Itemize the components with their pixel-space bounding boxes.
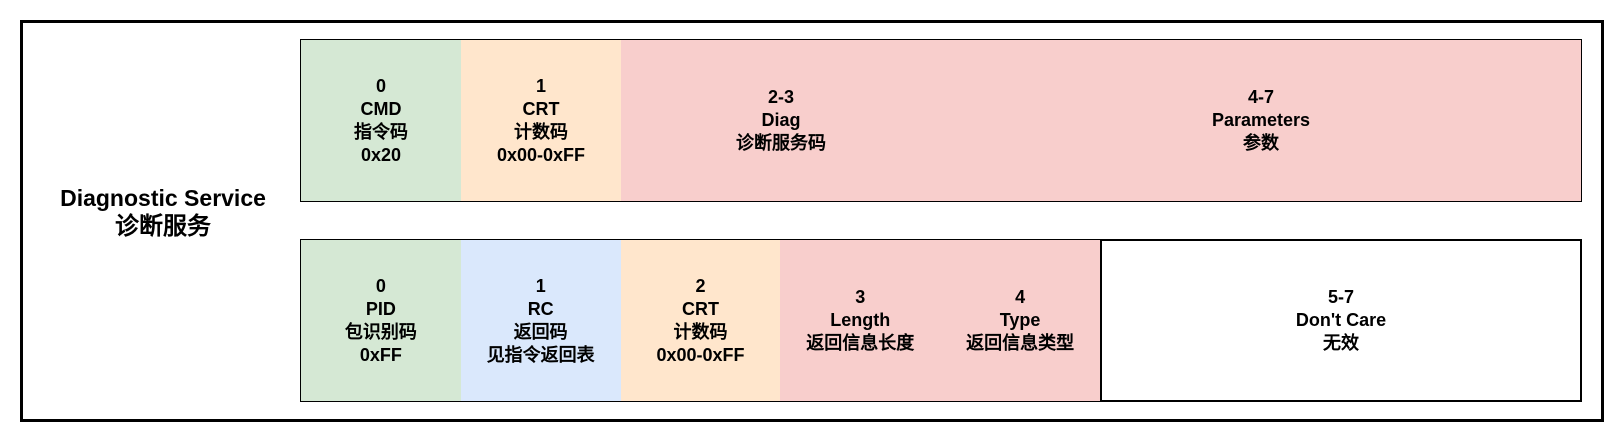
cell-cmd: 0 CMD 指令码 0x20 <box>301 40 461 201</box>
service-label-en: Diagnostic Service <box>60 185 266 211</box>
field-name-zh: 指令码 <box>354 121 408 142</box>
cell-type: 4 Type 返回信息类型 <box>940 240 1100 401</box>
field-name: CRT <box>522 98 560 119</box>
field-name: Diag <box>761 110 801 130</box>
field-name-zh: 参数 <box>1243 133 1279 153</box>
field-name: Don't Care <box>1295 310 1387 330</box>
cell-length: 3 Length 返回信息长度 <box>780 240 941 401</box>
byte-index: 0 <box>375 75 386 96</box>
field-name-zh: 无效 <box>1323 333 1359 353</box>
field-name-zh: 包识别码 <box>344 321 417 342</box>
field-name-zh: 返回信息类型 <box>966 333 1075 353</box>
field-name: Type <box>999 310 1041 330</box>
cell-dont-care: 5-7 Don't Care 无效 <box>1100 239 1582 402</box>
cell-pid: 0 PID 包识别码 0xFF <box>301 240 461 401</box>
field-value: 0x00-0xFF <box>656 344 745 365</box>
field-name-zh: 返回信息长度 <box>806 333 915 353</box>
cell-crt: 1 CRT 计数码 0x00-0xFF <box>461 40 621 201</box>
field-name-zh: 诊断服务码 <box>736 133 826 153</box>
field-name: CRT <box>681 298 719 319</box>
byte-index: 0 <box>375 275 386 296</box>
byte-index: 2-3 <box>767 87 794 107</box>
field-value: 0x20 <box>360 144 402 165</box>
cell-crt-response: 2 CRT 计数码 0x00-0xFF <box>620 240 781 401</box>
service-label-zh: 诊断服务 <box>115 213 211 240</box>
cell-rc: 1 RC 返回码 见指令返回表 <box>460 240 621 401</box>
field-name: CMD <box>360 98 402 119</box>
field-name-zh: 计数码 <box>673 321 728 342</box>
byte-index: 5-7 <box>1327 287 1354 307</box>
field-name-zh: 返回码 <box>513 321 568 342</box>
byte-index: 4-7 <box>1247 87 1274 107</box>
field-name: Parameters <box>1211 110 1311 130</box>
byte-index: 1 <box>535 275 546 296</box>
service-label: Diagnostic Service 诊断服务 <box>24 184 302 241</box>
response-colored-section: 0 PID 包识别码 0xFF 1 RC 返回码 见指令返回表 2 CRT 计数… <box>300 239 1101 402</box>
field-name: RC <box>527 298 554 319</box>
field-value: 0x00-0xFF <box>496 144 586 165</box>
response-packet-row: 0 PID 包识别码 0xFF 1 RC 返回码 见指令返回表 2 CRT 计数… <box>300 239 1582 402</box>
byte-index: 3 <box>855 287 866 307</box>
field-name: Length <box>830 310 891 330</box>
byte-index: 2 <box>695 275 706 296</box>
field-name: PID <box>365 298 396 319</box>
cell-diag: 2-3 Diag 诊断服务码 <box>621 40 941 201</box>
cell-parameters: 4-7 Parameters 参数 <box>941 40 1581 201</box>
byte-index: 4 <box>1015 287 1026 307</box>
byte-index: 1 <box>535 75 546 96</box>
command-packet-row: 0 CMD 指令码 0x20 1 CRT 计数码 0x00-0xFF 2-3 D… <box>300 39 1582 202</box>
field-name-zh: 计数码 <box>514 121 568 142</box>
field-value: 见指令返回表 <box>486 344 595 365</box>
field-value: 0xFF <box>359 344 402 365</box>
